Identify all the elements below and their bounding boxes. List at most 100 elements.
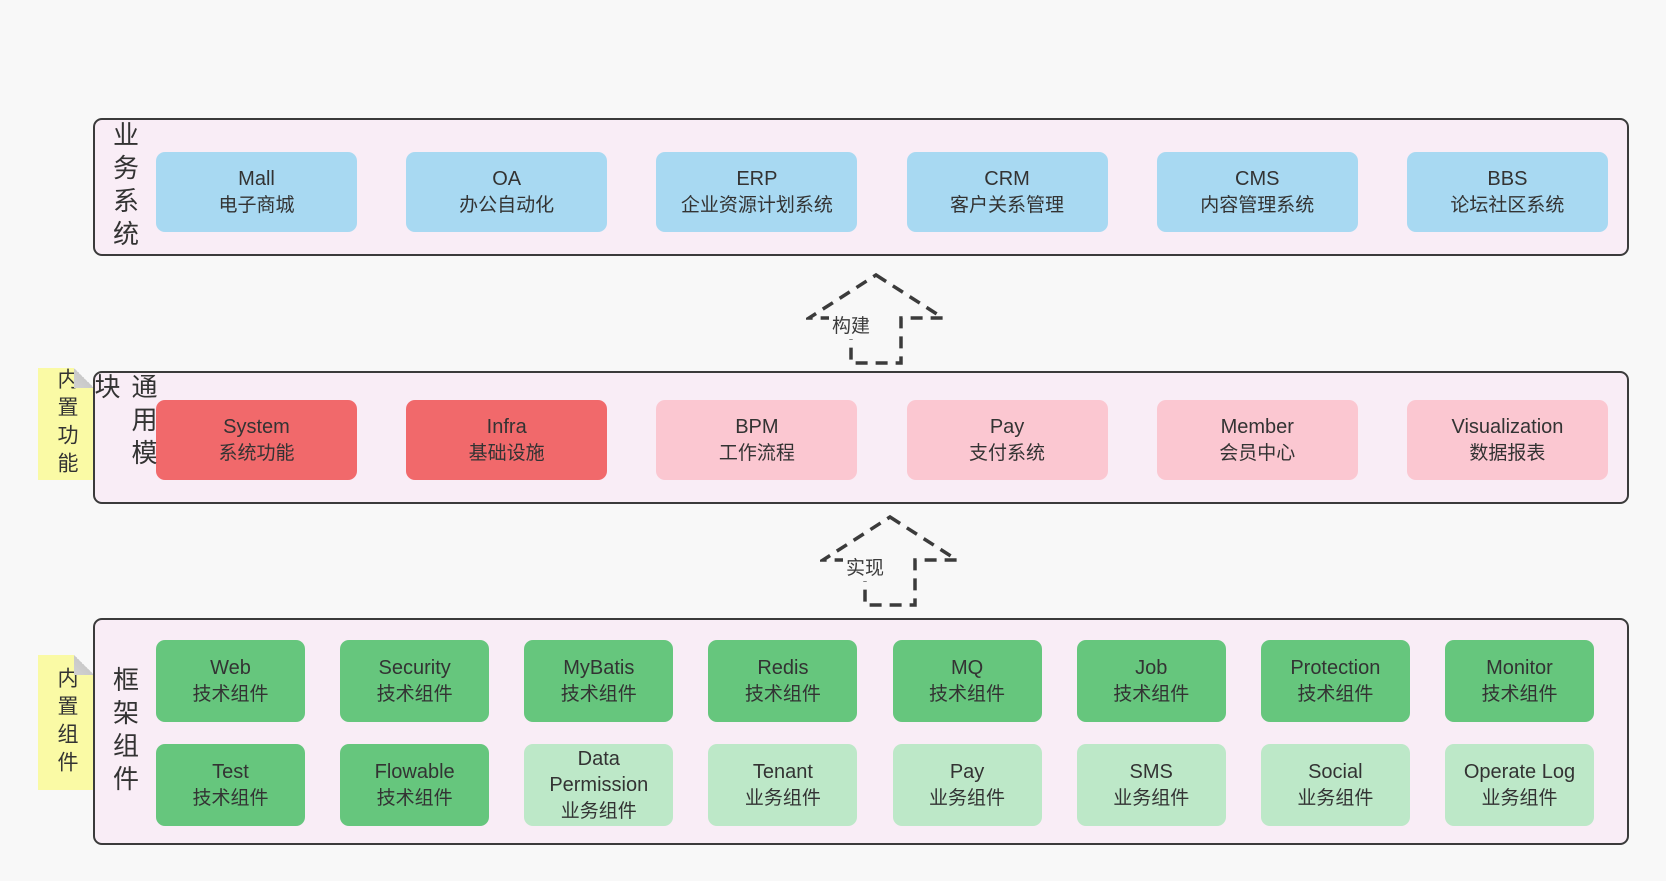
box-subtitle: 业务组件: [1481, 787, 1558, 809]
box-subtitle: 企业资源计划系统: [680, 194, 833, 216]
box-title: BPM: [735, 416, 779, 439]
box-title: Pay: [949, 761, 985, 784]
box-subtitle: 业务组件: [744, 787, 821, 809]
box-title: MyBatis: [563, 657, 635, 680]
box-title: Web: [210, 657, 251, 680]
box-title: Infra: [486, 416, 527, 439]
module-box-job: Job 技术组件: [1076, 640, 1226, 722]
box-title: ERP: [736, 168, 778, 191]
layer-label: 框架组件: [109, 665, 140, 798]
build-arrow: 构建: [806, 272, 946, 366]
box-title: Job: [1135, 657, 1168, 680]
box-subtitle: 技术组件: [560, 683, 637, 705]
module-box-erp: ERP 企业资源计划系统: [656, 152, 858, 232]
box-subtitle: 基础设施: [468, 442, 545, 464]
layer-label: 业务系统: [109, 121, 140, 253]
box-subtitle: 业务组件: [1113, 787, 1190, 809]
module-box-flowable: Flowable 技术组件: [340, 744, 490, 826]
module-box-security: Security 技术组件: [340, 640, 490, 722]
module-box-mq: MQ 技术组件: [892, 640, 1042, 722]
box-subtitle: 技术组件: [192, 787, 269, 809]
implement-arrow: 实现: [820, 514, 960, 608]
box-subtitle: 会员中心: [1219, 442, 1296, 464]
box-title: BBS: [1487, 168, 1528, 191]
box-subtitle: 论坛社区系统: [1450, 194, 1565, 216]
box-title: OA: [492, 168, 522, 191]
layer-common-modules: 通用模块 System 系统功能 Infra 基础设施 BPM 工作流程 Pay 支付系统 Me…: [91, 371, 1629, 504]
sticky-note-text: 内置组件: [55, 666, 78, 779]
module-box-system: System 系统功能: [156, 400, 357, 480]
module-box-crm: CRM 客户关系管理: [906, 152, 1108, 232]
box-subtitle: 技术组件: [1481, 683, 1558, 705]
box-title: MQ: [950, 657, 984, 680]
box-title: Protection: [1290, 657, 1381, 680]
box-title: Data Permission: [549, 748, 649, 797]
module-box-infra: Infra 基础设施: [406, 400, 608, 480]
sticky-note-builtin-components: 内置组件: [38, 655, 94, 790]
box-subtitle: 业务组件: [1297, 787, 1374, 809]
box-subtitle: 工作流程: [718, 442, 795, 464]
box-subtitle: 支付系统: [969, 442, 1046, 464]
module-box-mall: Mall 电子商城: [156, 152, 357, 232]
box-subtitle: 技术组件: [376, 683, 453, 705]
layer-rows: System 系统功能 Infra 基础设施 BPM 工作流程 Pay 支付系统 Member 会…: [95, 400, 1627, 480]
box-subtitle: 数据报表: [1469, 442, 1546, 464]
module-box-sms: SMS 业务组件: [1076, 744, 1226, 826]
box-title: Member: [1220, 416, 1294, 439]
box-title: SMS: [1129, 761, 1173, 784]
sticky-note-builtin-features: 内置功能: [38, 368, 94, 480]
box-subtitle: 技术组件: [1297, 683, 1374, 705]
box-title: Operate Log: [1463, 761, 1576, 784]
box-title: Monitor: [1486, 657, 1553, 680]
up-arrow-dashed-icon: [806, 272, 946, 365]
arrow-label: 实现: [843, 552, 888, 581]
module-box-web: Web 技术组件: [156, 640, 305, 722]
box-subtitle: 技术组件: [192, 683, 269, 705]
module-box-redis: Redis 技术组件: [708, 640, 858, 722]
module-box-member: Member 会员中心: [1156, 400, 1358, 480]
box-title: Flowable: [374, 761, 455, 784]
up-arrow-dashed-icon: [820, 514, 960, 607]
box-title: Redis: [757, 657, 809, 680]
box-subtitle: 电子商城: [218, 194, 295, 216]
module-box-pay: Pay 业务组件: [892, 744, 1042, 826]
box-subtitle: 业务组件: [929, 787, 1006, 809]
box-title: Visualization: [1451, 416, 1564, 439]
box-subtitle: 技术组件: [1113, 683, 1190, 705]
box-title: CRM: [984, 168, 1030, 191]
box-title: Security: [378, 657, 451, 680]
note-fold-corner: [74, 655, 94, 675]
module-box-bpm: BPM 工作流程: [656, 400, 858, 480]
box-title: System: [223, 416, 290, 439]
module-box-mybatis: MyBatis 技术组件: [524, 640, 674, 722]
box-subtitle: 技术组件: [376, 787, 453, 809]
box-title: Mall: [238, 168, 275, 191]
module-box-monitor: Monitor 技术组件: [1444, 640, 1594, 722]
note-fold-corner: [74, 368, 94, 388]
module-box-visualization: Visualization 数据报表: [1406, 400, 1608, 480]
box-subtitle: 内容管理系统: [1200, 194, 1315, 216]
layer-label: 通用模块: [91, 373, 158, 472]
box-title: Pay: [989, 416, 1025, 439]
box-subtitle: 客户关系管理: [950, 194, 1065, 216]
module-box-bbs: BBS 论坛社区系统: [1406, 152, 1608, 232]
box-subtitle: 技术组件: [744, 683, 821, 705]
box-subtitle: 系统功能: [218, 442, 295, 464]
module-box-pay: Pay 支付系统: [906, 400, 1108, 480]
module-box-protection: Protection 技术组件: [1260, 640, 1410, 722]
sticky-note-text: 内置功能: [55, 368, 78, 480]
box-subtitle: 技术组件: [929, 683, 1006, 705]
